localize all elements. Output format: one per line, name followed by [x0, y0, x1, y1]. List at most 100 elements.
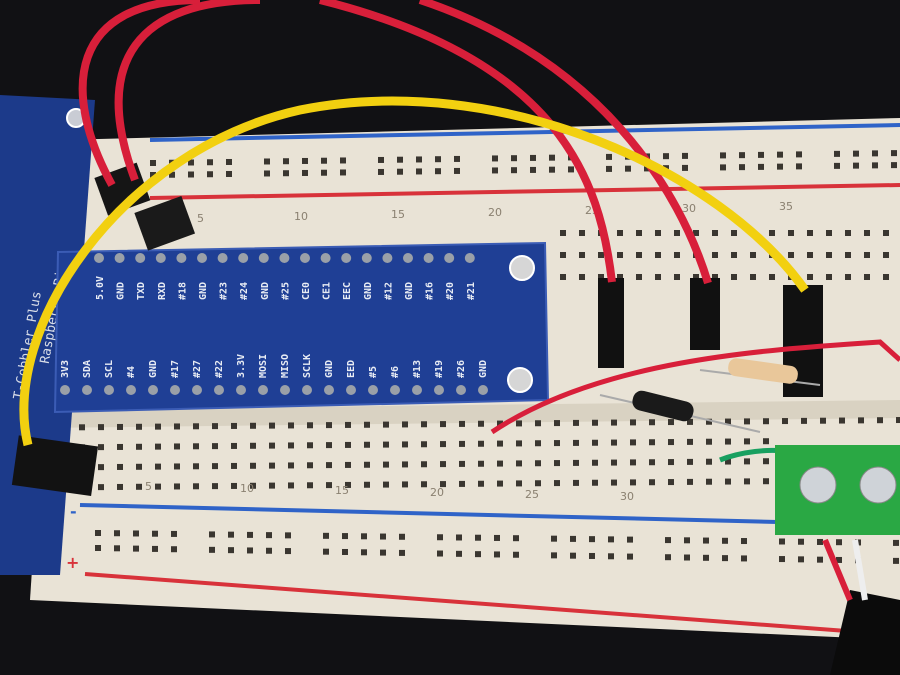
pin-pad	[176, 253, 187, 263]
bottom-blue-rail-line	[79, 503, 900, 527]
jumper-header	[134, 195, 196, 251]
pin-label-top: GND	[198, 282, 209, 300]
pin-label-bottom: SCLK	[302, 354, 313, 378]
pin-pad	[423, 253, 434, 263]
pin-label-bottom: 3.3V	[236, 354, 247, 378]
cable	[830, 590, 900, 675]
jumper-header	[598, 278, 624, 368]
pin-pad	[94, 253, 104, 263]
top-red-rail-line	[149, 183, 900, 200]
pin-pad	[60, 385, 70, 395]
pin-pad	[280, 385, 290, 395]
pin-label-top: GND	[260, 282, 271, 300]
pin-label-bottom: #13	[412, 360, 423, 378]
pin-pad	[114, 253, 125, 263]
pin-label-top: #16	[425, 282, 436, 300]
column-number: 10	[294, 210, 308, 223]
bottom-red-rail-line	[84, 572, 900, 637]
pin-pad	[390, 385, 400, 395]
column-number: 5	[145, 480, 152, 493]
pin-label-top: #25	[280, 282, 291, 300]
pin-label-bottom: GND	[478, 360, 489, 378]
red-wire	[114, 0, 261, 182]
pin-pad	[258, 385, 268, 395]
pin-pad	[434, 385, 444, 395]
pin-pad	[302, 385, 312, 395]
pin-label-top: #21	[466, 282, 477, 300]
pin-label-bottom: #19	[434, 360, 445, 378]
pin-pad	[170, 385, 180, 395]
pin-pad	[82, 385, 92, 395]
pin-pad	[258, 253, 269, 263]
column-number: 35	[779, 200, 793, 213]
pin-pad	[341, 253, 352, 263]
pin-pad	[197, 253, 207, 263]
pin-pad	[478, 385, 488, 395]
red-wire-short	[490, 339, 900, 435]
pin-pad	[192, 385, 202, 395]
column-number: 30	[682, 202, 696, 215]
pin-label-top: #24	[239, 282, 250, 300]
pin-pad	[155, 253, 166, 263]
cable-red-wire	[822, 538, 853, 602]
pin-pad	[382, 253, 393, 263]
pin-label-top: CE1	[322, 282, 333, 300]
pin-label-bottom: MISO	[280, 354, 291, 378]
resistor	[728, 358, 798, 384]
pin-label-bottom: #5	[368, 366, 379, 378]
pin-label-bottom: 3V3	[60, 360, 71, 378]
column-number: 30	[620, 490, 634, 503]
pin-label-top: CE0	[301, 282, 312, 300]
red-wire	[418, 0, 712, 285]
pin-label-bottom: MOSI	[258, 354, 269, 378]
cable-white-wire	[852, 539, 868, 601]
breadboard-holes	[60, 150, 900, 564]
pin-label-top: GND	[363, 282, 374, 300]
pin-pad	[214, 385, 224, 395]
pin-pad	[148, 385, 158, 395]
pin-label-bottom: SCL	[104, 360, 115, 378]
column-number: 25	[525, 488, 539, 501]
pin-label-bottom: GND	[324, 360, 335, 378]
pin-label-top: #12	[383, 282, 394, 300]
pin-pad	[104, 385, 114, 395]
pin-pad	[320, 253, 331, 263]
pin-label-top: RXD	[157, 282, 168, 300]
pin-pad	[135, 253, 146, 263]
pin-pad	[236, 385, 246, 395]
pin-label-bottom: EED	[346, 360, 357, 378]
pin-label-bottom: #27	[192, 360, 203, 378]
pin-pad	[361, 253, 372, 263]
pin-label-bottom: #26	[456, 360, 467, 378]
pin-label-bottom: #6	[390, 366, 401, 378]
pin-label-top: GND	[404, 282, 415, 300]
pin-pad	[279, 253, 290, 263]
pin-label-bottom: #4	[126, 366, 137, 378]
pin-label-top: #23	[219, 282, 230, 300]
column-number: 15	[335, 484, 349, 497]
pin-label-top: 5.0V	[95, 276, 106, 300]
pin-pad	[217, 253, 228, 263]
pin-pad	[444, 253, 455, 263]
pin-label-top: #20	[445, 282, 456, 300]
pin-label-bottom: GND	[148, 360, 159, 378]
rail-minus-label: -	[70, 502, 77, 521]
pin-pad	[456, 385, 466, 395]
pin-pad	[324, 385, 334, 395]
pin-pad	[412, 385, 422, 395]
pcb-mounting-hole	[509, 255, 535, 281]
jumper-header	[690, 278, 720, 350]
pin-pad	[126, 385, 136, 395]
pin-pad	[464, 253, 475, 263]
pin-label-bottom: #22	[214, 360, 225, 378]
yellow-wire	[19, 96, 809, 447]
pin-label-bottom: #17	[170, 360, 181, 378]
column-number: 10	[240, 482, 254, 495]
rail-plus-label: +	[66, 553, 79, 572]
red-wire	[78, 0, 201, 187]
pcb-mounting-hole	[507, 367, 533, 393]
